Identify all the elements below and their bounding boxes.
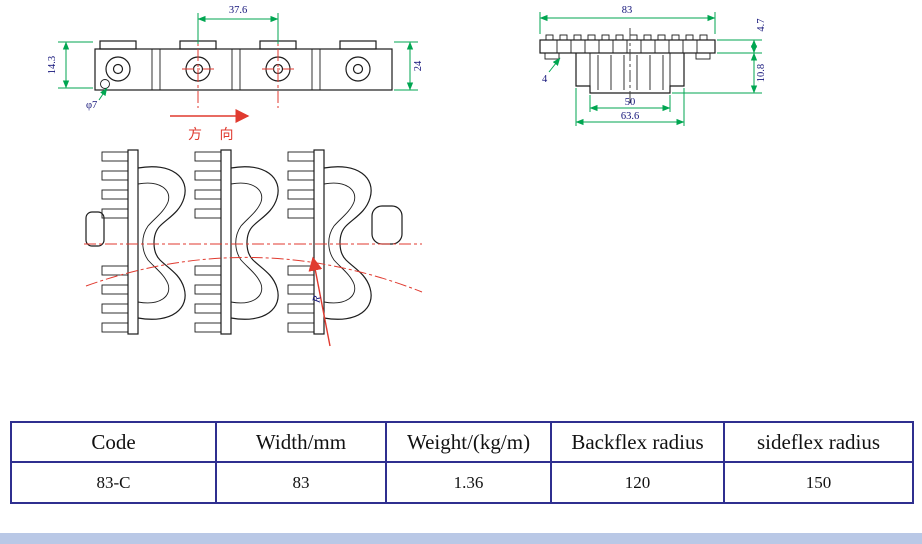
radius-label: R [310, 295, 323, 305]
plan-centerlines [84, 243, 423, 293]
dimension-height-right: 24 [394, 41, 424, 91]
bottom-strip [0, 533, 922, 544]
dim-label-pitch: 37.6 [229, 5, 247, 16]
header-backflex-radius: Backflex radius [550, 421, 725, 463]
dim-label-height-right: 24 [413, 60, 424, 71]
header-code: Code [10, 421, 217, 463]
dim-label-plate-thickness: 4.7 [756, 18, 767, 31]
dim-label-hub-height: 10.8 [756, 64, 767, 82]
header-width: Width/mm [215, 421, 387, 463]
plan-view: R [84, 149, 423, 347]
dim-label-wall: 4 [542, 74, 548, 85]
header-weight: Weight/(kg/m) [385, 421, 552, 463]
side-view: 37.6 14.3 24 φ7 方 向 [47, 5, 424, 143]
sideflex-radius-indicator: R [308, 256, 331, 347]
dim-label-inner-width: 50 [625, 97, 636, 108]
dim-label-overall-width: 83 [622, 5, 633, 16]
dim-label-height-left: 14.3 [47, 56, 58, 74]
side-view-outline [94, 40, 393, 91]
side-view-centerlines [182, 28, 294, 108]
spec-table: Code Width/mm Weight/(kg/m) Backflex rad… [10, 421, 914, 504]
dimension-hole: φ7 [86, 87, 108, 111]
direction-label: 方 向 [188, 127, 241, 143]
cell-backflex-radius: 120 [550, 461, 725, 504]
dimension-pitch: 37.6 [197, 5, 279, 44]
spec-table-data-row: 83-C 83 1.36 120 150 [10, 461, 914, 504]
header-sideflex-radius: sideflex radius [723, 421, 914, 463]
cell-sideflex-radius: 150 [723, 461, 914, 504]
dimension-hub-height: 10.8 [672, 52, 767, 94]
cell-code: 83-C [10, 461, 217, 504]
direction-indicator: 方 向 [170, 109, 250, 143]
cell-weight: 1.36 [385, 461, 552, 504]
dimension-hub-width: 63.6 [575, 88, 685, 126]
dimension-height-left: 14.3 [47, 41, 93, 89]
dimension-inner-width: 50 [589, 95, 671, 112]
section-view: 83 4.7 10.8 50 63.6 4 [539, 5, 767, 126]
dim-label-hole: φ7 [86, 100, 97, 111]
plan-outline [85, 149, 403, 335]
cell-width: 83 [215, 461, 387, 504]
technical-drawing: 37.6 14.3 24 φ7 方 向 [47, 5, 767, 347]
dimension-overall-width: 83 [539, 5, 716, 34]
dimension-plate-thickness: 4.7 [717, 18, 767, 54]
spec-table-header-row: Code Width/mm Weight/(kg/m) Backflex rad… [10, 421, 914, 463]
section-outline [539, 28, 716, 103]
dimension-wall: 4 [542, 57, 561, 85]
dim-label-hub-width: 63.6 [621, 111, 639, 122]
